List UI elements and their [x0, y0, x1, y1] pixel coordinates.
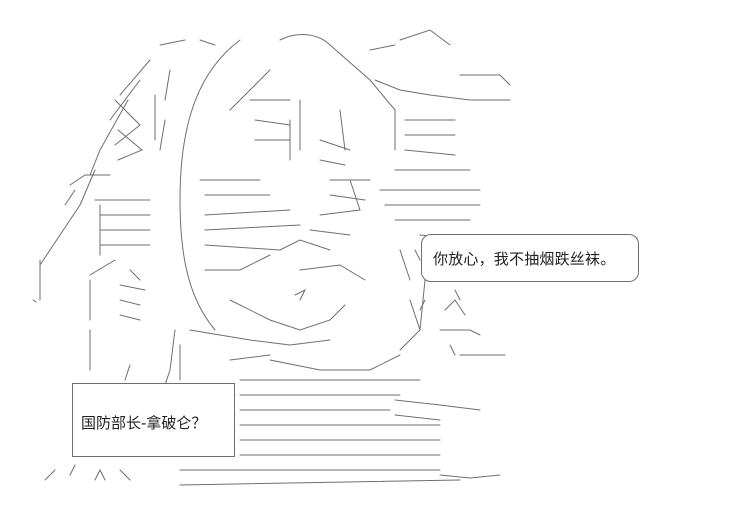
- speech-bubble: 你放心，我不抽烟跌丝袜。: [421, 234, 639, 282]
- caption-text: 国防部长-拿破仑？: [81, 414, 207, 432]
- caption-box: 国防部长-拿破仑？: [72, 383, 235, 457]
- hair-strands-left: [32, 39, 216, 481]
- speech-bubble-text: 你放心，我不抽烟跌丝袜。: [433, 250, 616, 268]
- face: [189, 99, 371, 346]
- hair-strands-right: [369, 29, 511, 356]
- body-collar: [159, 249, 501, 486]
- head-outline: [179, 34, 396, 331]
